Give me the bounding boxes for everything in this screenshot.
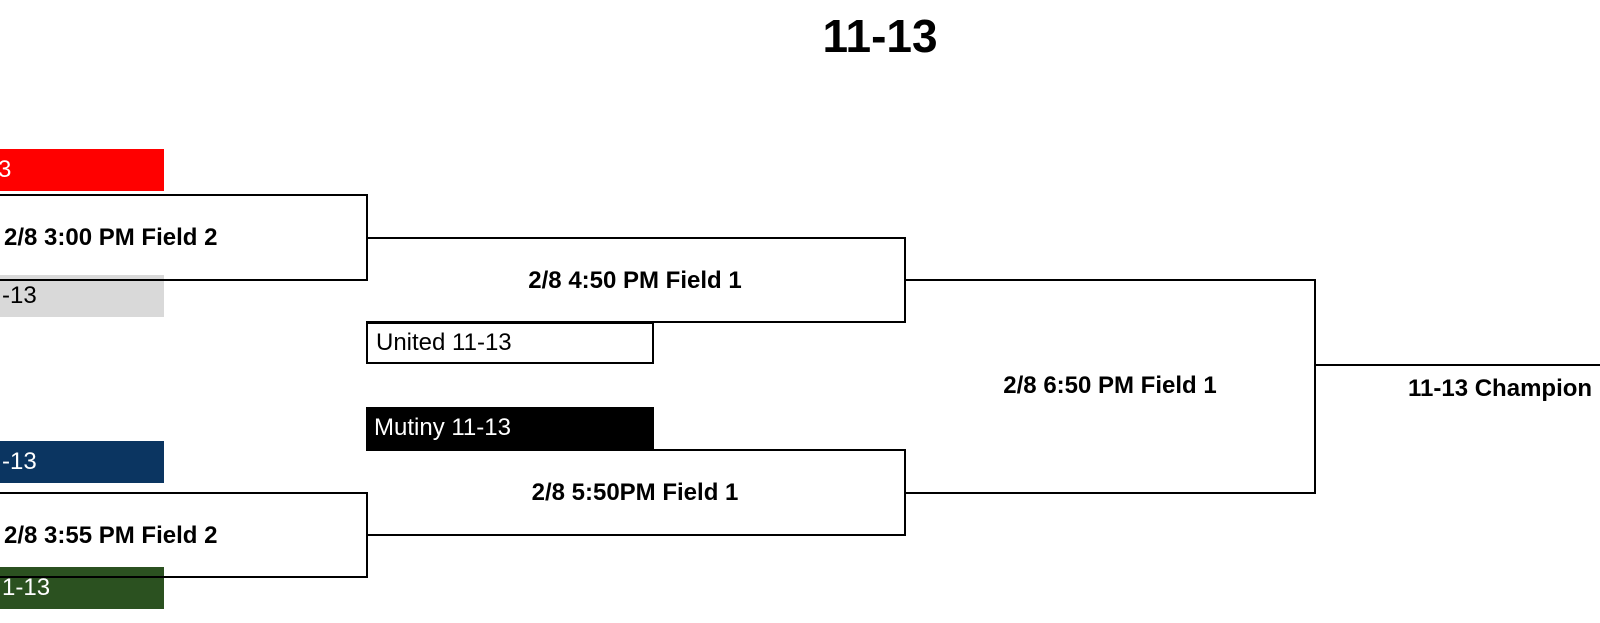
champion-label: 11-13 Champion [1408, 375, 1593, 402]
game-2-label: 2/8 3:55 PM Field 2 [4, 522, 218, 549]
team-green-bottom-label: 1-13 [2, 574, 51, 601]
semi-1-bottom-line [366, 321, 906, 323]
semi-1-label: 2/8 4:50 PM Field 1 [528, 267, 742, 294]
semi-1-top-line [366, 237, 906, 239]
game-2-bottom-line [0, 576, 368, 578]
final-right-line [1314, 279, 1316, 494]
semi-2-top-line [366, 449, 906, 451]
team-gray-top-label: -13 [2, 282, 37, 309]
team-red-top: 3 [0, 149, 164, 191]
final-top-line [904, 279, 1316, 281]
final-bottom-line [904, 492, 1316, 494]
team-navy-bottom: -13 [0, 441, 164, 483]
team-green-bottom: 1-13 [0, 567, 164, 609]
team-mutiny-label: Mutiny 11-13 [374, 414, 511, 441]
game-2-top-line [0, 492, 368, 494]
semi-2-bottom-line [366, 534, 906, 536]
team-united-label: United 11-13 [376, 329, 512, 356]
final-label: 2/8 6:50 PM Field 1 [1003, 372, 1217, 399]
semi-2-label: 2/8 5:50PM Field 1 [531, 479, 739, 506]
team-mutiny: Mutiny 11-13 [366, 407, 654, 449]
team-united: United 11-13 [366, 322, 654, 364]
game-1-label: 2/8 3:00 PM Field 2 [4, 224, 218, 251]
champion-line [1314, 364, 1600, 366]
team-red-top-label: 3 [0, 156, 12, 183]
team-gray-top: -13 [0, 275, 164, 317]
game-1-bottom-line [0, 279, 368, 281]
bracket-title: 11-13 [822, 10, 938, 62]
team-navy-bottom-label: -13 [2, 448, 37, 475]
game-1-top-line [0, 194, 368, 196]
